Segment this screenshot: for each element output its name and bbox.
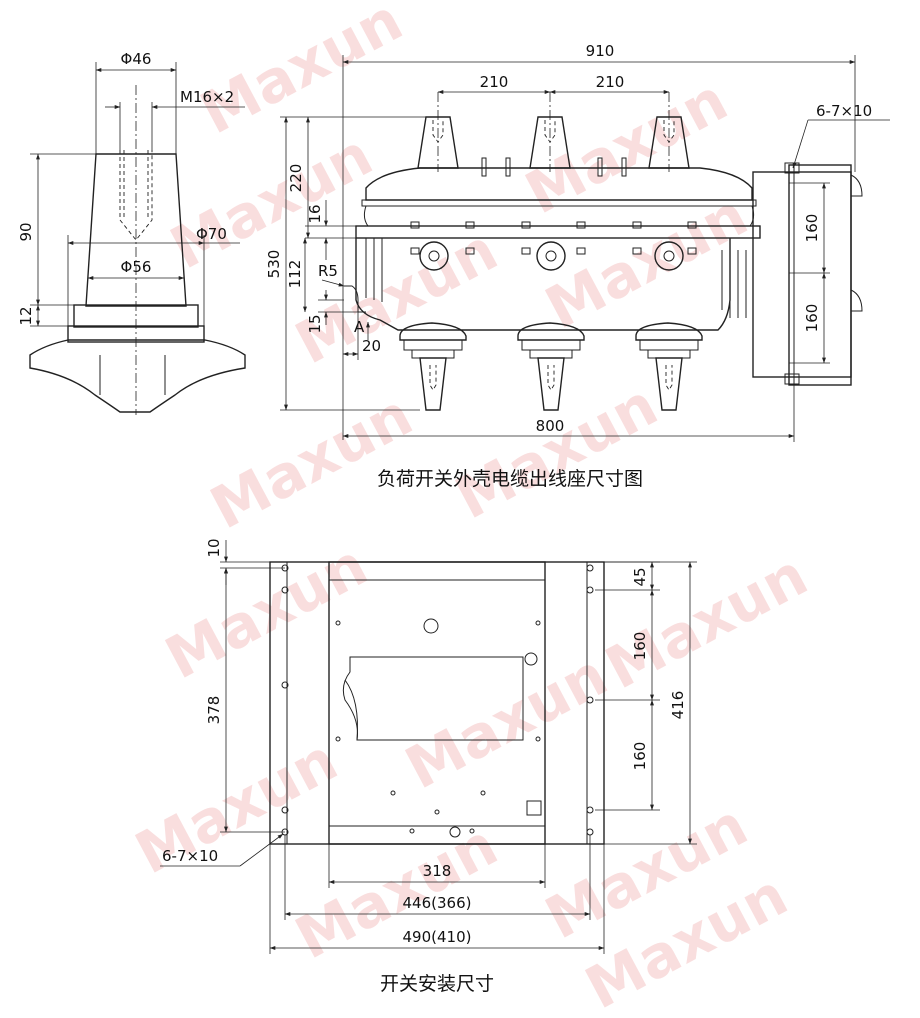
dim-w800: 800	[536, 417, 565, 435]
dim-w318: 318	[423, 862, 452, 880]
dim-phi70: Φ70	[196, 225, 227, 243]
dim-w210a: 210	[480, 73, 509, 91]
dim-h530: 530	[265, 250, 283, 279]
bottom-bushings	[399, 322, 703, 411]
dim-h160-b: 160	[803, 304, 821, 333]
watermark: Maxun	[155, 531, 378, 693]
watermark: Maxun	[445, 371, 668, 533]
watermark: Maxun	[285, 216, 508, 378]
dim-phi46: Φ46	[121, 50, 152, 68]
caption-top: 负荷开关外壳电缆出线座尺寸图	[377, 468, 643, 490]
dim-h220: 220	[287, 164, 305, 193]
caption-bottom: 开关安装尺寸	[380, 973, 494, 995]
dim-w910: 910	[586, 42, 615, 60]
dim-holes-bottom: 6-7×10	[162, 847, 218, 865]
dim-w210b: 210	[596, 73, 625, 91]
dim-holes-top: 6-7×10	[816, 102, 872, 120]
dim-r5: R5	[318, 262, 338, 280]
dim-h90: 90	[17, 222, 35, 241]
switch-front-view: 910 210 210 6-7×10 530 220 16 112 R5	[265, 42, 890, 442]
mounting-plan: 10 378 6-7×10 45 160 160 416 318	[160, 538, 697, 954]
watermark: Maxun	[595, 541, 818, 703]
dim-h45: 45	[631, 567, 649, 586]
watermark: Maxun	[200, 381, 423, 543]
dim-w490: 490(410)	[403, 928, 472, 946]
dim-h160-c: 160	[631, 632, 649, 661]
dim-w446: 446(366)	[403, 894, 472, 912]
flange-bolts	[410, 221, 697, 255]
watermark: Maxun	[190, 0, 413, 147]
label-a: A	[354, 318, 365, 336]
dim-h416: 416	[669, 691, 687, 720]
dim-h12: 12	[17, 306, 35, 325]
dim-h160-d: 160	[631, 742, 649, 771]
dim-h15: 15	[306, 314, 324, 333]
bushing-detail: Φ46 M16×2 Φ70 Φ56 90 12	[17, 50, 246, 415]
watermark: Maxun	[125, 726, 348, 888]
dim-h16: 16	[306, 204, 324, 223]
watermark: Maxun	[395, 641, 618, 803]
small-holes	[335, 620, 541, 834]
dim-phi56: Φ56	[121, 258, 152, 276]
dim-w20: 20	[362, 337, 381, 355]
dim-h112: 112	[286, 260, 304, 289]
dim-m16: M16×2	[180, 88, 234, 106]
dim-h378: 378	[205, 696, 223, 725]
watermarks: Maxun Maxun Maxun Maxun Maxun Maxun Maxu…	[125, 0, 818, 1018]
dim-h10: 10	[205, 538, 223, 557]
dim-h160-a: 160	[803, 214, 821, 243]
